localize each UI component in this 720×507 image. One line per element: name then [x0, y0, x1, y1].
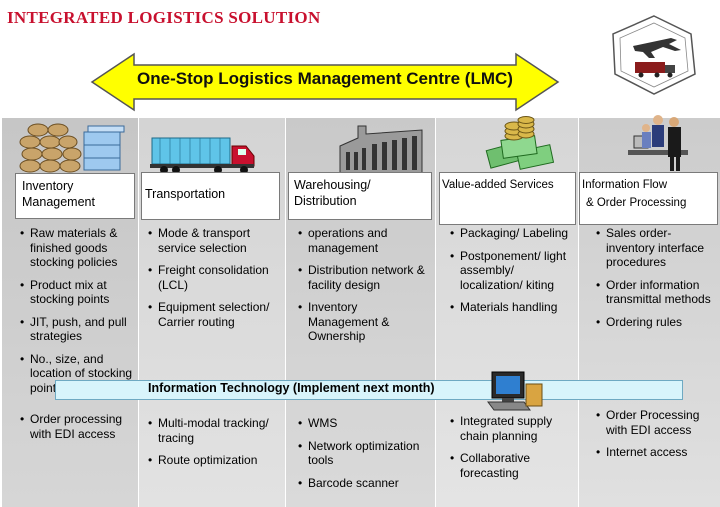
list-item: Barcode scanner	[298, 476, 428, 491]
list-item: Integrated supply chain planning	[450, 414, 574, 443]
list-item: Mode & transport service selection	[148, 226, 280, 255]
value-added-top-list: Packaging/ Labeling Postponement/ light …	[450, 226, 572, 323]
list-item: Collaborative forecasting	[450, 451, 574, 480]
lmc-banner-title: One-Stop Logistics Management Centre (LM…	[137, 69, 513, 88]
list-item: Order information transmittal methods	[596, 278, 718, 307]
list-item: operations and management	[298, 226, 426, 255]
list-item: WMS	[298, 416, 428, 431]
company-logo-icon	[612, 15, 696, 95]
list-item: Raw materials & finished goods stocking …	[20, 226, 136, 270]
list-item: Equipment selection/ Carrier routing	[148, 300, 280, 329]
list-item: Route optimization	[148, 453, 280, 468]
office-workers-icon	[628, 115, 688, 171]
heading-information-flow: Information Flow& Order Processing	[579, 172, 718, 225]
information-flow-top-list: Sales order-inventory interface procedur…	[596, 226, 718, 337]
inventory-bottom-list: Order processing with EDI access	[20, 412, 136, 449]
list-item: Postponement/ light assembly/ localizati…	[450, 249, 572, 293]
list-item: Order Processing with EDI access	[596, 408, 718, 437]
money-coins-icon	[485, 116, 555, 170]
transportation-bottom-list: Multi-modal tracking/ tracing Route opti…	[148, 416, 280, 476]
list-item: Packaging/ Labeling	[450, 226, 572, 241]
list-item: Multi-modal tracking/ tracing	[148, 416, 280, 445]
value-added-bottom-list: Integrated supply chain planning Collabo…	[450, 414, 574, 488]
warehousing-top-list: operations and management Distribution n…	[298, 226, 426, 352]
information-flow-bottom-list: Order Processing with EDI access Interne…	[596, 408, 718, 468]
heading-value-added-services: Value-added Services	[439, 172, 576, 225]
list-item: No., size, and location of stocking poin…	[20, 352, 136, 396]
page-title: INTEGRATED LOGISTICS SOLUTION	[7, 8, 321, 27]
truck-icon	[150, 137, 255, 174]
list-item: Network optimization tools	[298, 439, 428, 468]
heading-warehousing-distribution: Warehousing/Distribution	[288, 172, 432, 220]
warehousing-bottom-list: WMS Network optimization tools Barcode s…	[298, 416, 428, 498]
list-item: Sales order-inventory interface procedur…	[596, 226, 718, 270]
factory-icon	[339, 125, 423, 175]
list-item: Ordering rules	[596, 315, 718, 330]
heading-transportation: Transportation	[141, 172, 280, 220]
lmc-banner-arrow-icon	[90, 52, 560, 112]
inventory-top-list: Raw materials & finished goods stocking …	[20, 226, 136, 403]
list-item: Distribution network & facility design	[298, 263, 426, 292]
list-item: Product mix at stocking points	[20, 278, 136, 307]
list-item: Inventory Management & Ownership	[298, 300, 426, 344]
list-item: JIT, push, and pull strategies	[20, 315, 136, 344]
list-item: Freight consolidation (LCL)	[148, 263, 280, 292]
information-technology-label: Information Technology (Implement next m…	[148, 381, 435, 395]
warehouse-sacks-icon	[19, 123, 125, 173]
list-item: Internet access	[596, 445, 718, 460]
list-item: Materials handling	[450, 300, 572, 315]
transportation-top-list: Mode & transport service selection Freig…	[148, 226, 280, 337]
computer-icon	[487, 371, 543, 411]
list-item: Order processing with EDI access	[20, 412, 136, 441]
